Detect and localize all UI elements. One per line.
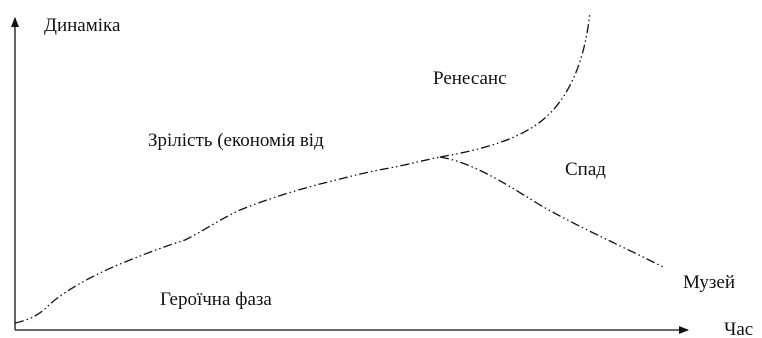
phase-label-maturity: Зрілість (економія від — [148, 130, 324, 151]
x-axis-label: Час — [724, 319, 753, 338]
decline-curve — [439, 156, 666, 269]
phase-label-heroic: Героїчна фаза — [160, 289, 272, 310]
growth-curve — [14, 156, 441, 324]
phase-label-decline: Спад — [565, 159, 606, 180]
renaissance-curve — [439, 11, 591, 158]
phase-label-renaissance: Ренесанс — [433, 68, 507, 89]
phase-label-museum: Музей — [683, 272, 735, 293]
y-axis-label: Динаміка — [44, 15, 121, 36]
